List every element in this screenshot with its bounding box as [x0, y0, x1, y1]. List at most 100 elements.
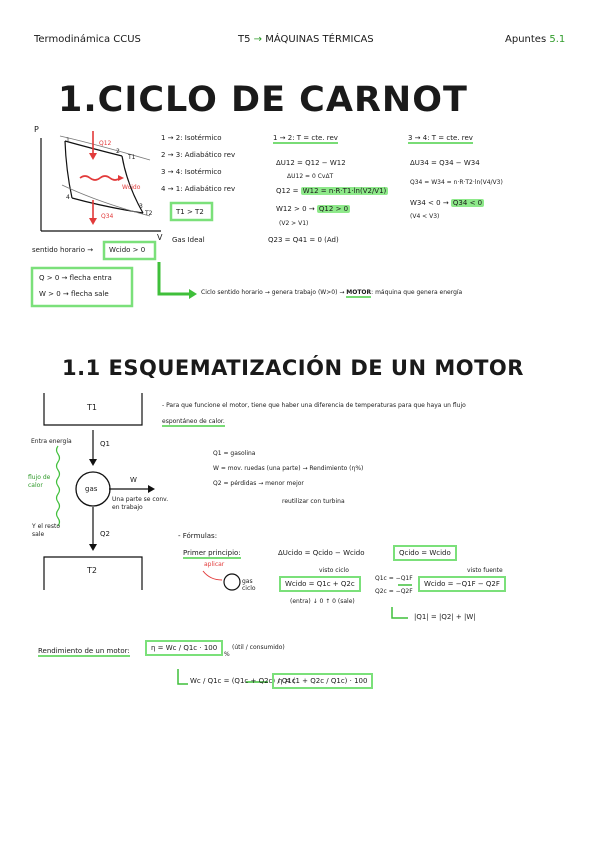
heat-flow-wave — [55, 445, 61, 527]
conclusion-c: : máquina que genera energía — [371, 289, 463, 296]
conclusion-arrowhead — [189, 289, 197, 299]
label-n4: 4 — [66, 194, 70, 201]
col3-l2: Q34 = W34 = n·R·T2·ln(V4/V3) — [410, 179, 503, 186]
conclusion-arrow — [157, 262, 193, 296]
label-t2: T2 — [145, 210, 153, 217]
col2-l3: Q12 = W12 = n·R·T1·ln(V2/V1) — [276, 187, 389, 195]
pv-axes — [40, 138, 161, 232]
label-q34: Q34 — [101, 213, 114, 220]
formula-f3a: Q1c = −Q1F — [375, 575, 413, 582]
aplicar-label: aplicar — [204, 561, 225, 568]
entra-sale-label: (entra) ↓ 0 ↑ 0 (sale) — [290, 598, 355, 605]
section-title-carnot: 1.CICLO DE CARNOT — [58, 80, 468, 120]
col2-l4: W12 > 0 → Q12 > 0 — [276, 205, 351, 213]
rend-formula-2: Wc / Q1c = (Q1c + Q2c) / Q1c — [190, 677, 296, 685]
formula-f1-box: Qcido = Wcido — [393, 545, 457, 561]
col2-head: 1 → 2: T = cte. rev — [273, 134, 338, 144]
rend-label: Rendimiento de un motor: — [38, 647, 130, 657]
axis-p-label: P — [34, 125, 39, 134]
isotherm-t2 — [61, 184, 151, 217]
label-gas: gas — [85, 485, 98, 493]
primer-principio: Primer principio: — [183, 549, 241, 559]
aplicar-arrow — [202, 570, 223, 581]
col2-l6: Q23 = Q41 = 0 (Ad) — [268, 236, 339, 244]
curve-12 — [64, 140, 123, 157]
header-topic-title: MÁQUINAS TÉRMICAS — [265, 34, 374, 45]
formula-f2-box: Wcido = Q1c + Q2c — [279, 576, 361, 592]
gas-ideal: Gas Ideal — [172, 236, 205, 244]
label-q2: Q2 — [100, 530, 110, 538]
header-topic-num: T5 — [238, 34, 251, 45]
isotherm-t1 — [59, 135, 151, 161]
col3-l3b: Q34 < 0 — [450, 199, 485, 207]
step-1: 1 → 2: Isotérmico — [161, 134, 222, 142]
label-q1: Q1 — [100, 440, 110, 448]
arrow-w-head — [148, 485, 155, 493]
arrow-q1-head — [89, 459, 97, 466]
col2-l1: ΔU12 = Q12 − W12 — [276, 159, 346, 167]
legend-q: Q > 0 → flecha entra — [39, 274, 112, 282]
col3-l4: (V4 < V3) — [410, 213, 440, 220]
label-t1: T1 — [128, 154, 136, 161]
header-notes-num: 5.1 — [549, 34, 566, 45]
label-w-out: W — [130, 476, 137, 484]
label-entra: Entra energía — [31, 438, 72, 445]
col3-l3: W34 < 0 → Q34 < 0 — [410, 199, 485, 207]
header-notes-label: Apuntes — [505, 34, 547, 45]
label-flujo: flujo de calor — [28, 474, 51, 489]
conclusion-motor: MOTOR — [346, 289, 372, 298]
label-sale: Y el resto sale — [32, 523, 61, 538]
legend-box — [30, 266, 134, 308]
cold-reservoir — [43, 556, 143, 590]
col3-head: 3 → 4: T = cte. rev — [408, 134, 473, 144]
col2-l4a: W12 > 0 → — [276, 205, 317, 213]
arrow-w — [79, 175, 121, 181]
rend-box-2: η = (1 + Q2c / Q1c) · 100 — [272, 673, 374, 689]
cycle-circle-icon — [223, 573, 241, 591]
col3-l1: ΔU34 = Q34 − W34 — [410, 159, 480, 167]
gas-ciclo-label: gas ciclo — [242, 578, 256, 592]
formula-f4-box: Wcido = −Q1F − Q2F — [418, 576, 506, 592]
label-n3: 3 — [139, 203, 143, 210]
visto-ciclo-label: visto ciclo — [319, 567, 349, 574]
motor-ex3: Q2 = pérdidas → menor mejor — [213, 480, 304, 487]
conclusion-a: Ciclo sentido horario → genera trabajo (… — [201, 289, 347, 296]
rend-box: η = Wc / Q1c · 100 — [145, 640, 224, 656]
pv-arrowheads — [89, 153, 124, 225]
motor-intro-1: - Para que funcione el motor, tiene que … — [162, 402, 466, 409]
formula-f5: |Q1| = |Q2| + |W| — [414, 613, 476, 621]
arrowhead-w — [118, 175, 124, 181]
label-w: Wcido — [122, 184, 141, 191]
w-cycle-box — [102, 240, 157, 261]
motor-ex4: reutilizar con turbina — [282, 498, 345, 505]
header-topic: T5 → MÁQUINAS TÉRMICAS — [238, 34, 374, 45]
step-4: 4 → 1: Adiabático rev — [161, 185, 236, 193]
label-parte: Una parte se conv. en trabajo — [112, 496, 169, 511]
sentido-horario: sentido horario → — [32, 246, 94, 254]
col2-l4b: Q12 > 0 — [316, 205, 351, 213]
pv-isotherms — [59, 135, 151, 217]
rend-sub-arrow — [177, 669, 188, 685]
arrow-icon: → — [253, 34, 263, 45]
motor-intro-2: espontáneo de calor. — [162, 418, 225, 427]
motor-ex1: Q1 = gasolina — [213, 450, 256, 457]
col2-l2: ΔU12 = 0 CvΔT — [287, 173, 334, 180]
w-cycle: Wcido > 0 — [109, 246, 146, 254]
formula-f3b: Q2c = −Q2F — [375, 588, 413, 595]
section-title-motor: 1.1 ESQUEMATIZACIÓN DE UN MOTOR — [62, 356, 524, 380]
formulas-label: - Fórmulas: — [178, 532, 218, 540]
col2-l3b: W12 = n·R·T1·ln(V2/V1) — [300, 187, 389, 195]
header-subject: Termodinámica CCUS — [34, 34, 141, 45]
arrow-q2-head — [89, 544, 97, 551]
f5-arrow — [391, 607, 408, 619]
arrowhead-q12 — [89, 153, 97, 160]
header-notes: Apuntes 5.1 — [505, 34, 565, 45]
label-n2: 2 — [116, 148, 120, 155]
label-n1: 1 — [66, 137, 70, 144]
step-2: 2 → 3: Adiabático rev — [161, 151, 236, 159]
formula-f1: ΔUcido = Qcido − Wcido — [278, 549, 365, 557]
arrowhead-q34 — [89, 218, 97, 225]
step-3: 3 → 4: Isotérmico — [161, 168, 222, 176]
curve-41 — [64, 140, 73, 199]
